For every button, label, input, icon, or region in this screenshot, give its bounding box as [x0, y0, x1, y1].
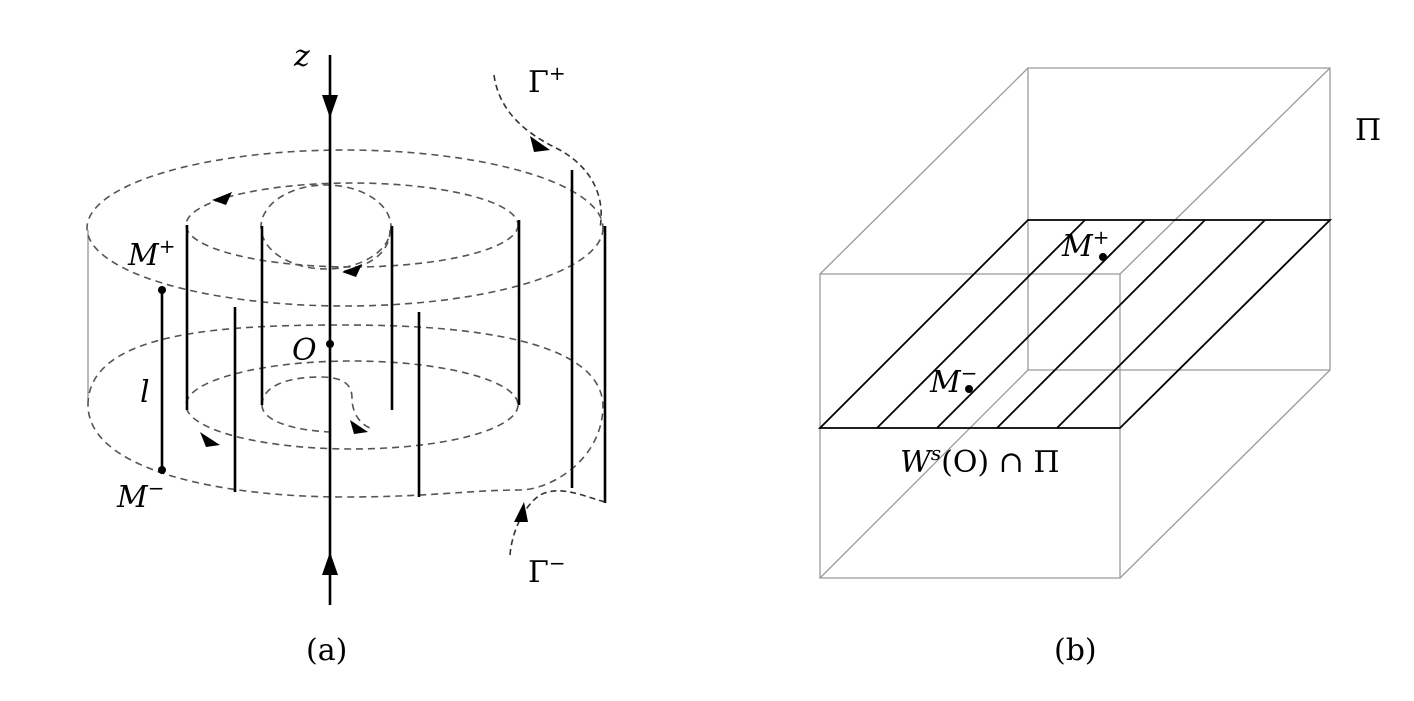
b-m-minus-sup: −	[961, 361, 978, 385]
plane-hatch-3	[996, 219, 1206, 429]
gamma-plus-curve	[493, 74, 602, 229]
gamma-minus-curve	[509, 490, 606, 556]
panel-b: Π M+ M− Ws(O) ∩ Π (b)	[817, 67, 1381, 668]
gamma-minus-main: Γ	[528, 555, 549, 590]
b-m-plus-point	[1099, 253, 1107, 261]
gamma-plus-main: Γ	[528, 65, 549, 100]
gamma-plus-label: Γ+	[528, 61, 566, 100]
flow-arrow-bottom-middle	[200, 432, 220, 447]
intersection-label: Ws(O) ∩ Π	[900, 441, 1059, 480]
b-m-plus-label: M+	[1061, 225, 1109, 264]
b-m-plus-main: M	[1061, 229, 1094, 264]
m-plus-point	[158, 286, 166, 294]
m-minus-main: M	[116, 480, 149, 515]
intersection-main: W	[900, 445, 933, 480]
origin-point	[326, 340, 334, 348]
gamma-minus-arrow	[514, 502, 528, 522]
m-minus-label: M−	[116, 476, 164, 515]
stable-manifold-plane	[817, 219, 1333, 429]
segment-l-label: l	[140, 375, 150, 410]
plane-hatch-4	[1056, 219, 1266, 429]
box-label: Π	[1355, 113, 1381, 148]
b-m-minus-point	[965, 385, 973, 393]
z-axis-arrow-top	[322, 95, 338, 118]
plane-hatch-2	[936, 219, 1146, 429]
m-minus-point	[158, 466, 166, 474]
m-minus-sup: −	[148, 476, 165, 500]
z-axis-arrow-bottom	[322, 552, 338, 575]
b-m-minus-label: M−	[929, 361, 977, 400]
z-axis-label: z	[293, 39, 310, 74]
b-m-minus-main: M	[929, 365, 962, 400]
outer-top-ellipse	[86, 149, 604, 307]
box-edge-tr	[1119, 67, 1331, 275]
gamma-plus-sup: +	[549, 61, 566, 85]
gamma-minus-sup: −	[549, 551, 566, 575]
flow-arrow-top-inner	[342, 264, 362, 277]
plane-hatch-1	[876, 219, 1086, 429]
inner-bottom-back	[261, 404, 331, 433]
panel-b-caption: (b)	[1054, 633, 1097, 668]
box-edge-tl	[819, 67, 1029, 275]
panel-a: z O M+ M− l Γ+ Γ− (a)	[86, 39, 607, 668]
panel-a-caption: (a)	[306, 633, 347, 668]
gamma-minus-label: Γ−	[528, 551, 566, 590]
m-plus-sup: +	[159, 234, 176, 258]
m-plus-label: M+	[127, 234, 175, 273]
gamma-plus-arrow	[530, 136, 550, 152]
flow-arrow-top-middle	[212, 192, 232, 205]
middle-top-ellipse	[185, 182, 519, 268]
box-edge-bl	[819, 369, 1029, 579]
m-plus-main: M	[127, 238, 160, 273]
inner-top-ellipse	[260, 184, 392, 270]
inner-bottom-arc	[261, 376, 371, 429]
flow-arrow-bottom-inner	[350, 420, 368, 434]
intersection-sup: s	[931, 441, 941, 465]
box-edge-br	[1119, 369, 1331, 579]
origin-label: O	[292, 333, 317, 368]
intersection-rest: (O) ∩ Π	[941, 445, 1059, 480]
b-m-plus-sup: +	[1093, 225, 1110, 249]
